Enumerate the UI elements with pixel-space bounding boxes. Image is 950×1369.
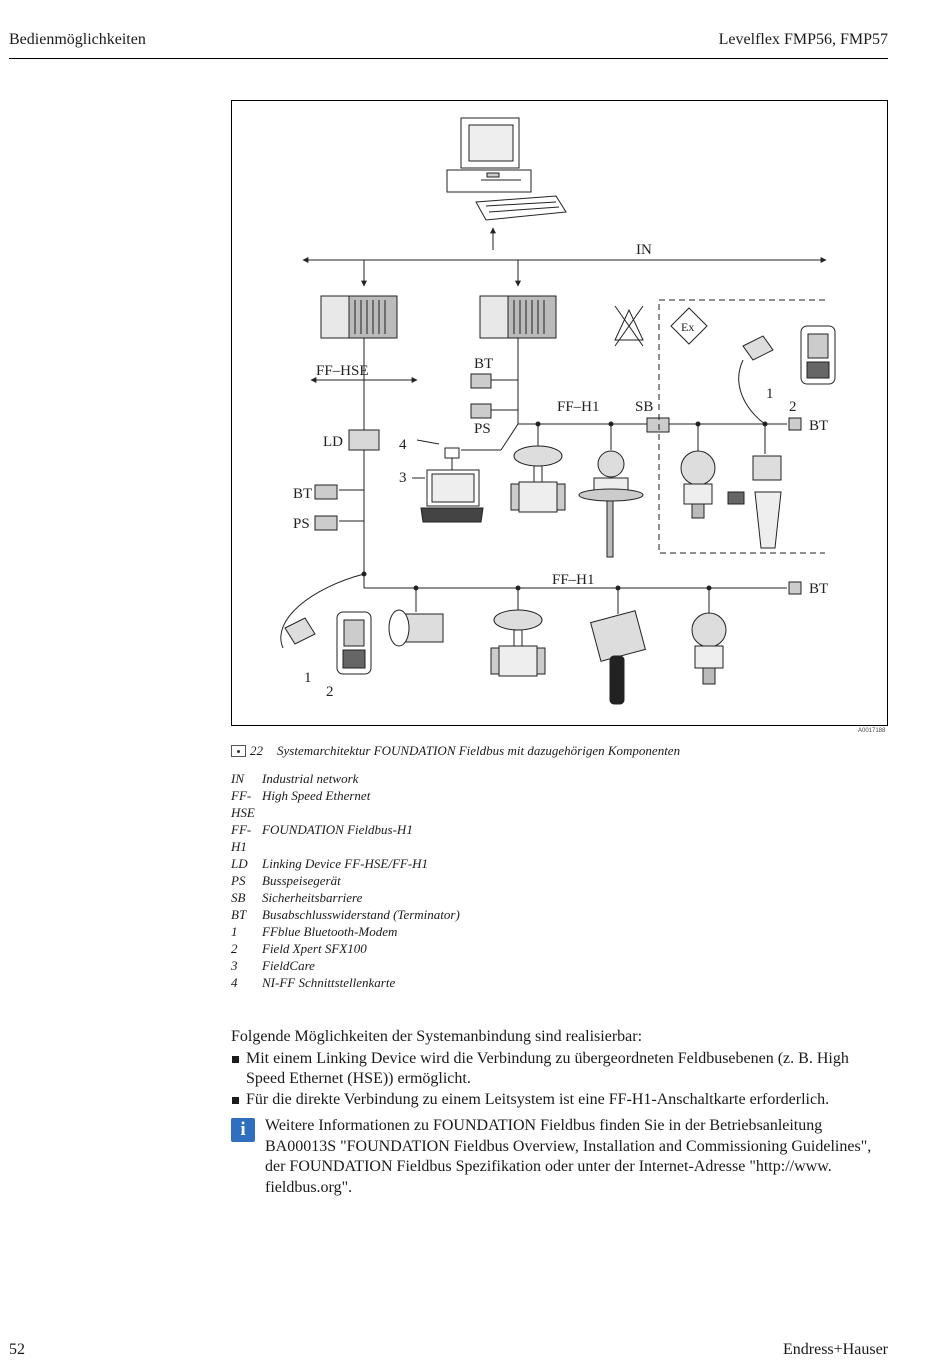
flowmeter-icon	[388, 588, 444, 647]
ex-zone: Ex 1 2	[614, 299, 836, 554]
legend-desc: FieldCare	[262, 958, 315, 973]
figure-icon	[231, 745, 246, 757]
legend-term: LD	[231, 856, 248, 871]
legend-item: 4 NI-FF Schnittstellenkarte	[231, 974, 511, 991]
label-bt-mid: BT	[474, 356, 493, 372]
valve-icon	[510, 424, 566, 513]
legend-item: BT Busabschlusswiderstand (Terminator)	[231, 906, 511, 923]
figure-legend: IN Industrial network FF-HSE High Speed Et…	[231, 770, 511, 991]
label-bt-right-top: BT	[809, 418, 828, 434]
legend-desc: Busabschlusswiderstand (Terminator)	[262, 907, 460, 922]
transmitter-icon-2	[589, 588, 647, 705]
plc-icon	[320, 295, 398, 339]
no-ex-icon	[614, 305, 644, 347]
legend-item: IN Industrial network	[231, 770, 511, 787]
figure-caption-text: Systemarchitektur FOUNDATION Fieldbus mi…	[277, 743, 681, 758]
legend-desc: Sicherheitsbarriere	[262, 890, 363, 905]
label-ld: LD	[323, 434, 343, 450]
bullet-item: Mit einem Linking Device wird die Verbin…	[231, 1049, 891, 1090]
figure-id: A0017188	[858, 728, 886, 734]
label-n1-bottom: 1	[304, 670, 312, 686]
body-intro: Folgende Möglichkeiten der Systemanbindu…	[231, 1028, 643, 1045]
computer-icon	[446, 117, 567, 221]
radar-icon-ex	[727, 424, 782, 549]
label-sb: SB	[635, 399, 653, 415]
bullet-item: Für die direkte Verbindung zu einem Leit…	[231, 1090, 891, 1111]
transmitter-icon	[578, 424, 644, 558]
legend-desc: FOUNDATION Fieldbus-H1	[262, 822, 413, 837]
laptop-icon	[420, 469, 484, 523]
label-bt-left: BT	[293, 486, 312, 502]
legend-desc: Field Xpert SFX100	[262, 941, 367, 956]
label-ps-mid: PS	[474, 421, 491, 437]
legend-desc: NI-FF Schnittstellenkarte	[262, 975, 396, 990]
bullet-list: Mit einem Linking Device wird die Verbin…	[231, 1049, 891, 1111]
label-ps-left: PS	[293, 516, 310, 532]
legend-term: FF-HSE	[231, 788, 255, 820]
plc-icon-2	[479, 295, 557, 339]
label-bt-right-bottom: BT	[809, 581, 828, 597]
transmitter-icon-ex-1	[680, 424, 716, 519]
modem-icon-2	[284, 617, 316, 645]
page-number: 52	[9, 1341, 25, 1358]
system-architecture-figure: IN FF–HSE LD BT PS BT PS FF–H1	[231, 100, 888, 726]
handheld-icon-2	[336, 611, 372, 675]
label-n2-ex: 2	[789, 399, 797, 415]
legend-desc: FFblue Bluetooth-Modem	[262, 924, 398, 939]
label-ff-hse: FF–HSE	[316, 363, 369, 379]
handheld-icon	[800, 325, 836, 385]
legend-desc: Industrial network	[262, 771, 359, 786]
legend-desc: Busspeisegerät	[262, 873, 341, 888]
legend-term: 2	[231, 941, 238, 956]
legend-item: FF-H1 FOUNDATION Fieldbus-H1	[231, 821, 511, 855]
header-divider	[9, 58, 888, 59]
legend-item: 2 Field Xpert SFX100	[231, 940, 511, 957]
label-n3: 3	[399, 470, 407, 486]
modem-icon	[742, 335, 774, 361]
legend-item: 3 FieldCare	[231, 957, 511, 974]
figure-number: 22	[250, 743, 263, 758]
svg-text:Ex: Ex	[681, 320, 694, 334]
brand-name: Endress+Hauser	[783, 1341, 888, 1358]
legend-term: SB	[231, 890, 246, 905]
legend-item: FF-HSE High Speed Ethernet	[231, 787, 511, 821]
legend-term: 1	[231, 924, 238, 939]
legend-term: FF-H1	[231, 822, 252, 854]
legend-desc: Linking Device FF-HSE/FF-H1	[262, 856, 429, 871]
legend-item: 1 FFblue Bluetooth-Modem	[231, 923, 511, 940]
legend-term: 3	[231, 958, 238, 973]
transmitter-icon-3	[691, 588, 727, 685]
legend-item: PS Busspeisegerät	[231, 872, 511, 889]
label-n4: 4	[399, 437, 407, 453]
ex-icon: Ex	[670, 307, 708, 345]
legend-desc: High Speed Ethernet	[262, 788, 371, 803]
label-n1-ex: 1	[766, 386, 774, 402]
info-note: Weitere Informationen zu FOUNDATION Fiel…	[231, 1116, 891, 1198]
valve-icon-2	[490, 588, 546, 677]
info-icon	[231, 1118, 255, 1142]
legend-term: PS	[231, 873, 246, 888]
header-product-title: Levelflex FMP56, FMP57	[718, 31, 888, 48]
body-text: Folgende Möglichkeiten der Systemanbindu…	[231, 1027, 891, 1110]
legend-item: LD Linking Device FF-HSE/FF-H1	[231, 855, 511, 872]
label-ff-h1-top: FF–H1	[557, 399, 600, 415]
legend-item: SB Sicherheitsbarriere	[231, 889, 511, 906]
legend-term: IN	[231, 771, 244, 786]
label-n2-bottom: 2	[326, 684, 334, 700]
legend-term: 4	[231, 975, 238, 990]
label-in: IN	[636, 242, 652, 258]
figure-caption: 22 Systemarchitektur FOUNDATION Fieldbus…	[231, 743, 680, 759]
header-section-title: Bedienmöglichkeiten	[9, 31, 146, 48]
label-ff-h1-bottom: FF–H1	[552, 572, 595, 588]
legend-term: BT	[231, 907, 247, 922]
info-note-text: Weitere Informationen zu FOUNDATION Fiel…	[265, 1117, 872, 1196]
